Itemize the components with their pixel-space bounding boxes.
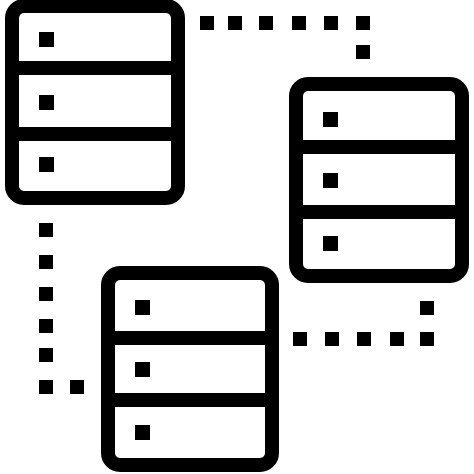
server-led xyxy=(135,300,150,315)
server-led xyxy=(323,173,338,188)
server-led xyxy=(39,95,54,110)
connection-line-top xyxy=(200,16,370,59)
server-stack-right xyxy=(289,77,469,283)
server-stack-top-left xyxy=(5,0,185,205)
server-led xyxy=(135,362,150,377)
connection-line-left xyxy=(39,223,84,394)
server-stack-bottom xyxy=(101,266,279,472)
server-led xyxy=(39,157,54,172)
server-led xyxy=(39,32,54,47)
connection-line-bottom-right xyxy=(293,301,434,346)
server-led xyxy=(323,112,338,127)
server-led xyxy=(135,425,150,440)
server-led xyxy=(323,236,338,251)
